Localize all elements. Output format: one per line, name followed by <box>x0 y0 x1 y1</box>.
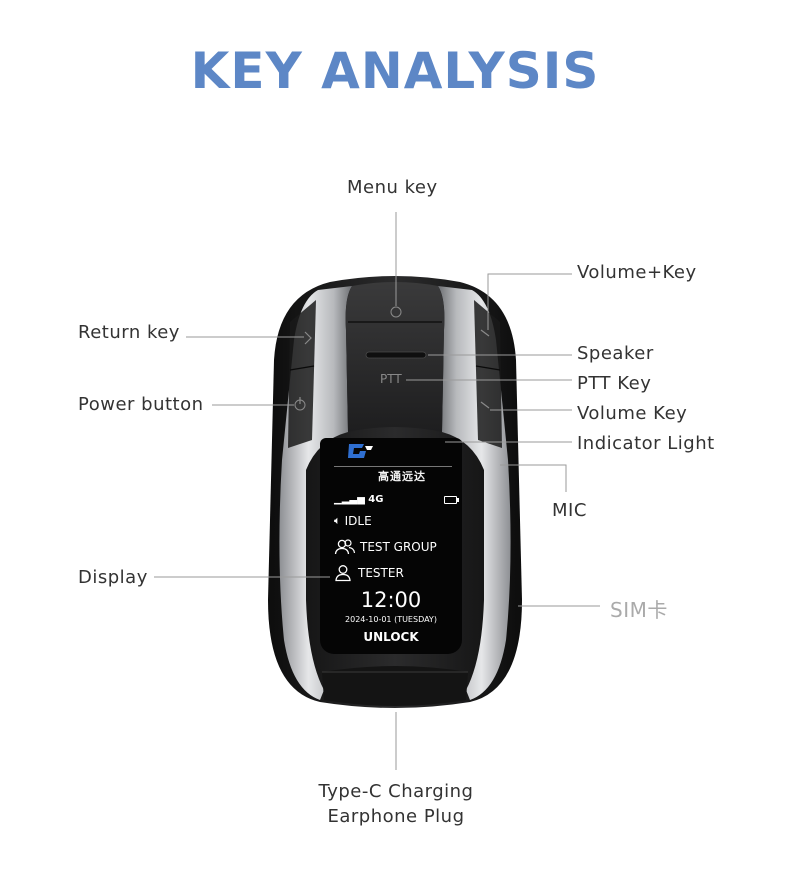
callout-indicator-light: Indicator Light <box>577 433 715 454</box>
group-row: TEST GROUP <box>334 538 437 556</box>
volume-plus-leader <box>487 273 572 330</box>
lock-status: UNLOCK <box>363 630 419 644</box>
callout-power-button: Power button <box>78 394 204 415</box>
callout-ptt-key: PTT Key <box>577 373 652 394</box>
callout-mic: MIC <box>552 500 587 521</box>
network-type: 4G <box>368 494 384 505</box>
return-arrow-icon <box>304 331 312 345</box>
callout-volume-plus-key: Volume+Key <box>577 262 697 283</box>
clock-date: 2024-10-01 (TUESDAY) <box>345 615 437 624</box>
user-row: TESTER <box>334 564 404 582</box>
signal-icon: ▁▂▃▅ <box>334 494 365 505</box>
state-row: 🔈︎ IDLE <box>334 514 372 528</box>
brand-name: 高通远达 <box>378 470 426 483</box>
clock-time: 12:00 <box>360 588 422 612</box>
callout-menu-key: Menu key <box>347 177 438 198</box>
power-icon <box>294 397 306 411</box>
user-icon <box>335 565 351 582</box>
brand-divider <box>334 466 452 467</box>
status-row: ▁▂▃▅ 4G <box>334 494 383 505</box>
brand-logo-icon <box>348 444 373 458</box>
callout-return-key: Return key <box>78 322 180 343</box>
state-text: IDLE <box>344 514 372 528</box>
page-title: KEY ANALYSIS <box>190 42 600 100</box>
callout-type-c-line2: Earphone Plug <box>327 806 465 827</box>
group-name: TEST GROUP <box>360 540 437 554</box>
speaker-grille <box>365 351 427 359</box>
menu-circle-icon <box>390 306 402 318</box>
callout-type-c-line1: Type-C Charging <box>318 781 474 802</box>
speaker-icon: 🔈︎ <box>334 514 341 527</box>
callout-type-c: Type-C Charging Earphone Plug <box>312 779 480 829</box>
group-icon <box>334 539 356 555</box>
callout-speaker: Speaker <box>577 343 654 364</box>
user-name: TESTER <box>358 566 404 580</box>
callout-volume-key: Volume Key <box>577 403 688 424</box>
display-screen: 高通远达 ▁▂▃▅ 4G 🔈︎ IDLE TEST GROUP TESTER 1… <box>320 438 462 654</box>
callout-display: Display <box>78 567 148 588</box>
callout-sim: SIM卡 <box>610 598 668 622</box>
ptt-key-label: PTT <box>380 372 402 386</box>
mic-leader <box>500 464 567 492</box>
battery-icon <box>444 496 459 504</box>
